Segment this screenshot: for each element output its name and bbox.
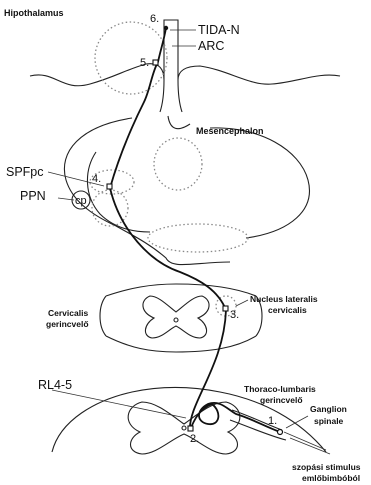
stimulus-leader-1 xyxy=(284,432,326,450)
step-3-synapse xyxy=(223,306,228,311)
hypothalamus-label: Hipothalamus xyxy=(4,8,64,18)
cervical-central-canal xyxy=(174,318,178,322)
arc-label: ARC xyxy=(198,39,224,53)
step-2-label: 2. xyxy=(190,433,199,445)
rl-leader xyxy=(52,390,186,418)
step-5-synapse xyxy=(153,60,158,65)
cervical-cord-label-2: gerincvelő xyxy=(46,319,89,329)
lateral-cervical-leader xyxy=(236,300,248,306)
pituitary-stalk xyxy=(160,80,182,112)
ganglion-label-1: Ganglion xyxy=(310,404,347,414)
cervical-grey-matter xyxy=(143,296,209,338)
thoracolumbar-label-1: Thoraco-lumbaris xyxy=(244,384,316,394)
step-2-synapse xyxy=(188,426,193,431)
aqueduct xyxy=(168,116,190,129)
ganglion-label-2: spinale xyxy=(314,416,344,426)
mesencephalon-outline-left xyxy=(64,118,132,226)
tegmentum-dotted-area xyxy=(154,138,202,190)
step-3-label: 3. xyxy=(230,309,239,321)
cp-label: cp xyxy=(75,195,87,207)
stimulus-label-1: szopási stimulus xyxy=(292,462,361,472)
stimulus-leader-2 xyxy=(290,438,330,454)
mesencephalon-label: Mesencephalon xyxy=(196,126,264,136)
cervical-cord-label-1: Cervicalis xyxy=(48,308,88,318)
step-5-label: 5. xyxy=(140,57,149,69)
step-1-synapse xyxy=(278,430,283,435)
tida-label: TIDA-N xyxy=(198,23,240,37)
substantia-dotted-area xyxy=(148,224,248,252)
step-6-terminal xyxy=(164,26,168,30)
spfpc-label: SPFpc xyxy=(6,165,44,179)
step-4-label: 4. xyxy=(92,173,101,185)
thoracolumbar-label-2: gerincvelő xyxy=(260,395,303,405)
ppn-label: PPN xyxy=(20,189,46,203)
stimulus-label-2: emlőbimbóból xyxy=(302,473,360,483)
step-6-label: 6. xyxy=(150,13,159,25)
lateral-cervical-label-1: Nucleus lateralis xyxy=(250,294,318,304)
thoracolumbar-central-canal xyxy=(182,426,186,430)
ganglion-leader xyxy=(286,416,308,428)
mesencephalon-outline-right xyxy=(210,128,309,238)
rl-label: RL4-5 xyxy=(38,378,72,392)
cervical-cord-left-wall xyxy=(100,296,106,336)
neural-pathway xyxy=(110,28,280,432)
mesencephalon-outline-inner xyxy=(116,226,230,265)
hypothalamus-dotted-area xyxy=(95,22,167,94)
step-1-label: 1. xyxy=(268,415,277,427)
lateral-cervical-label-2: cervicalis xyxy=(268,305,307,315)
step-4-synapse xyxy=(107,184,112,189)
cervical-cord-outline xyxy=(106,284,256,296)
cervical-cord-outline-lower xyxy=(106,336,256,352)
